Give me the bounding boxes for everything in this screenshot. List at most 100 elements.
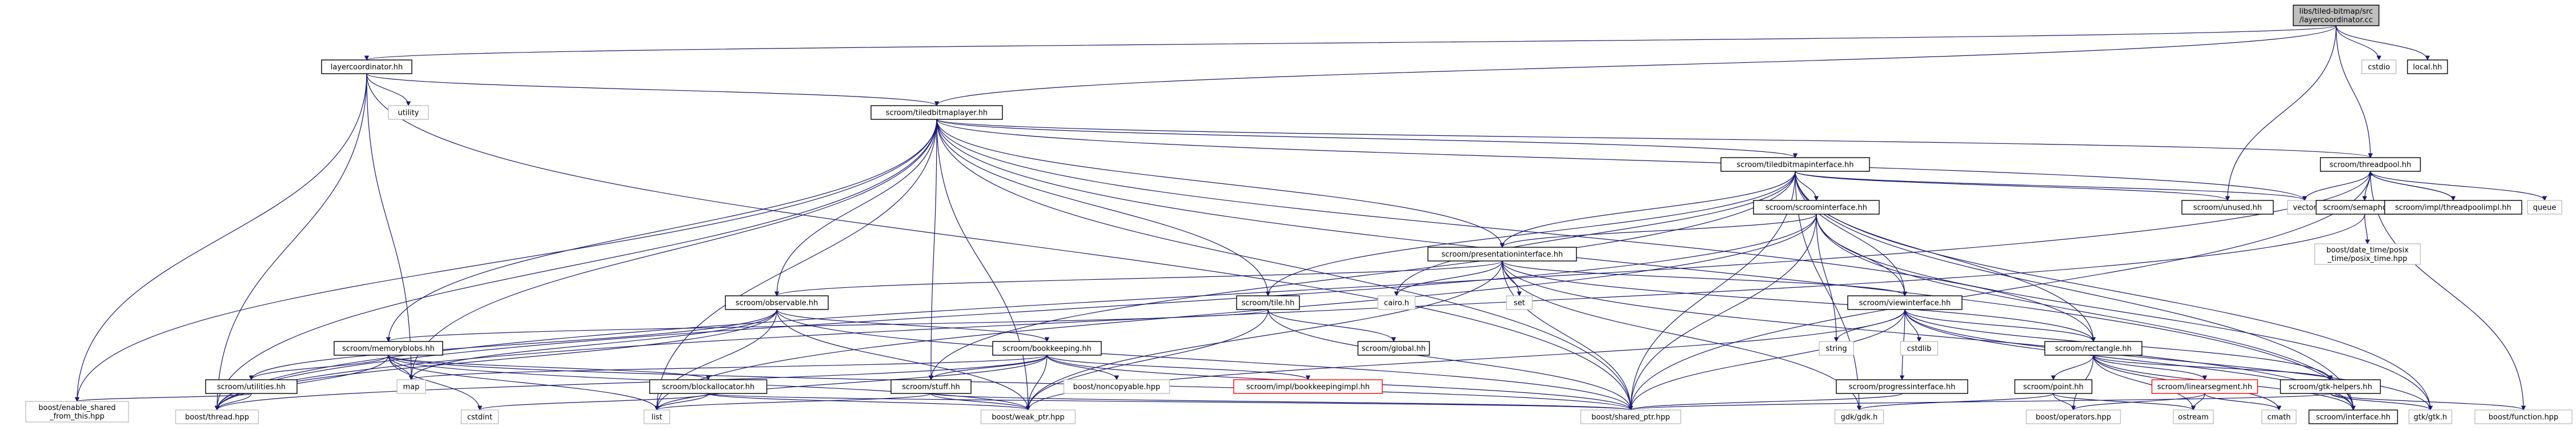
node-label: list bbox=[651, 413, 662, 422]
node-threadpoolimpl[interactable]: scroom/impl/threadpoolimpl.hh bbox=[2384, 200, 2522, 215]
node-label: cmath bbox=[2267, 413, 2290, 422]
node-label: ostream bbox=[2178, 413, 2209, 422]
edge-observable-to-utilities bbox=[248, 309, 777, 380]
edge-memoryblobs-to-utilities bbox=[248, 355, 389, 380]
node-gtkhelpers[interactable]: scroom/gtk-helpers.hh bbox=[2280, 379, 2381, 394]
node-noncopyable: boost/noncopyable.hpp bbox=[1063, 379, 1170, 394]
node-bookkeeping[interactable]: scroom/bookkeeping.hh bbox=[992, 341, 1102, 356]
node-cairo: cairo.h bbox=[1377, 295, 1416, 310]
edge-memoryblobs-to-cstdint bbox=[388, 355, 483, 411]
node-box bbox=[1357, 341, 1430, 356]
node-operators: boost/operators.hpp bbox=[2025, 409, 2121, 424]
node-tiledbitmaplayer[interactable]: scroom/tiledbitmaplayer.hh bbox=[870, 105, 1003, 120]
edge-gtkhelpers-to-gtk bbox=[2330, 393, 2433, 411]
node-box bbox=[2280, 379, 2381, 394]
node-bookkeepingimpl[interactable]: scroom/impl/bookkeepingimpl.hh bbox=[1233, 379, 1383, 394]
node-box bbox=[890, 379, 972, 394]
edge-layercoordinator-to-enableshared bbox=[74, 73, 367, 402]
node-interface[interactable]: scroom/interface.hh bbox=[2308, 409, 2398, 424]
node-box bbox=[388, 105, 429, 120]
node-threadpool[interactable]: scroom/threadpool.hh bbox=[2320, 157, 2421, 172]
edges-layer bbox=[74, 25, 2547, 411]
node-memoryblobs[interactable]: scroom/memoryblobs.hh bbox=[334, 341, 443, 356]
edge-bookkeeping-to-boostthread bbox=[215, 355, 1048, 411]
edge-tiledbitmaplayer-to-sharedptr bbox=[936, 119, 1634, 411]
node-box bbox=[1753, 200, 1880, 215]
node-linearsegment[interactable]: scroom/linearsegment.hh bbox=[2151, 379, 2258, 394]
node-label: vector bbox=[2293, 204, 2317, 212]
edge-layercoordinator-to-map bbox=[366, 73, 414, 380]
node-global[interactable]: scroom/global.hh bbox=[1357, 341, 1430, 356]
node-box bbox=[2407, 59, 2448, 74]
edge-stuff-to-sharedptr bbox=[930, 393, 1633, 411]
node-label: scroom/tile.hh bbox=[1242, 299, 1295, 308]
edge-threadpool-to-sharedptr bbox=[1628, 171, 2371, 411]
node-cstdio: cstdio bbox=[2361, 59, 2397, 74]
edge-tiledbitmapinterface-to-viewinterface bbox=[1795, 171, 1908, 296]
edge-progressinterface-to-sharedptr bbox=[1628, 393, 1903, 411]
edge-threadpoolimpl-to-threadpool bbox=[2368, 171, 2454, 201]
node-tiledbitmapinterface[interactable]: scroom/tiledbitmapinterface.hh bbox=[1720, 157, 1870, 172]
node-unused[interactable]: scroom/unused.hh bbox=[2181, 200, 2274, 215]
node-label: boost/enable_shared bbox=[38, 404, 115, 412]
node-label: scroom/bookkeeping.hh bbox=[1002, 345, 1092, 353]
node-box bbox=[25, 401, 129, 423]
node-box bbox=[2181, 200, 2274, 215]
edge-presentationinterface-to-viewinterface bbox=[1502, 260, 1908, 296]
edge-utilities-to-enableshared bbox=[75, 393, 252, 402]
edge-root-to-threadpool bbox=[2336, 25, 2373, 158]
node-label: scroom/tiledbitmaplayer.hh bbox=[886, 109, 988, 118]
node-label: boost/function.hpp bbox=[2489, 413, 2558, 422]
edge-layercoordinator-to-tiledbitmaplayer bbox=[366, 73, 939, 106]
edge-tiledbitmaplayer-to-rectangle bbox=[936, 119, 2096, 342]
node-box bbox=[1834, 409, 1884, 424]
edge-root-to-local bbox=[2336, 25, 2430, 61]
node-observable[interactable]: scroom/observable.hh bbox=[725, 295, 829, 310]
node-label: string bbox=[1825, 345, 1847, 353]
node-box bbox=[460, 409, 499, 424]
node-box bbox=[2320, 157, 2421, 172]
node-datetime: boost/date_time/posix_time/posix_time.hp… bbox=[2314, 243, 2421, 265]
node-point[interactable]: scroom/point.hh bbox=[2014, 379, 2093, 394]
edge-tiledbitmapinterface-to-stuff bbox=[928, 171, 1796, 380]
edge-viewinterface-to-rectangle bbox=[1904, 309, 2096, 342]
node-box bbox=[2293, 5, 2380, 26]
node-box bbox=[1063, 379, 1170, 394]
node-enableshared: boost/enable_shared_from_this.hpp bbox=[25, 401, 129, 423]
node-queue: queue bbox=[2527, 200, 2562, 215]
node-weakptr: boost/weak_ptr.hpp bbox=[980, 409, 1076, 424]
node-utilities[interactable]: scroom/utilities.hh bbox=[205, 379, 298, 394]
node-label: cstdint bbox=[467, 413, 492, 422]
node-local[interactable]: local.hh bbox=[2407, 59, 2448, 74]
node-box bbox=[2474, 409, 2573, 424]
node-root: libs/tiled-bitmap/src/layercoordinator.c… bbox=[2293, 5, 2380, 26]
node-presentationinterface[interactable]: scroom/presentationinterface.hh bbox=[1427, 247, 1577, 262]
node-layercoordinator[interactable]: layercoordinator.hh bbox=[321, 59, 412, 74]
node-rectangle[interactable]: scroom/rectangle.hh bbox=[2044, 341, 2142, 356]
node-blockallocator[interactable]: scroom/blockallocator.hh bbox=[649, 379, 768, 394]
node-box bbox=[649, 379, 768, 394]
edge-tiledbitmapinterface-to-interface bbox=[1795, 171, 2356, 411]
node-viewinterface[interactable]: scroom/viewinterface.hh bbox=[1847, 295, 1963, 310]
node-label: boost/weak_ptr.hpp bbox=[992, 413, 1064, 422]
edge-presentationinterface-to-sharedptr bbox=[1502, 260, 1634, 411]
edge-rectangle-to-gtkhelpers bbox=[2093, 355, 2333, 380]
node-box bbox=[334, 341, 443, 356]
node-sharedptr: boost/shared_ptr.hpp bbox=[1580, 409, 1682, 424]
node-stuff[interactable]: scroom/stuff.hh bbox=[890, 379, 972, 394]
node-tile[interactable]: scroom/tile.hh bbox=[1236, 295, 1300, 310]
edge-tiledbitmaplayer-to-memoryblobs bbox=[386, 119, 937, 342]
node-progressinterface[interactable]: scroom/progressinterface.hh bbox=[1836, 379, 1968, 394]
edge-tiledbitmapinterface-to-scroominterface bbox=[1795, 171, 1819, 201]
node-box bbox=[1720, 157, 1870, 172]
node-label: utility bbox=[398, 109, 419, 118]
node-box bbox=[1236, 295, 1300, 310]
node-label: scroom/tiledbitmapinterface.hh bbox=[1737, 161, 1854, 170]
edge-viewinterface-to-cstdlib bbox=[1904, 309, 1922, 342]
edge-presentationinterface-to-cairo bbox=[1394, 260, 1503, 296]
edge-observable-to-sharedptr bbox=[776, 309, 1634, 411]
node-scroominterface[interactable]: scroom/scroominterface.hh bbox=[1753, 200, 1880, 215]
node-box bbox=[2261, 409, 2297, 424]
edge-tiledbitmaplayer-to-list bbox=[654, 119, 937, 411]
edge-observable-to-bookkeeping bbox=[776, 309, 1050, 342]
